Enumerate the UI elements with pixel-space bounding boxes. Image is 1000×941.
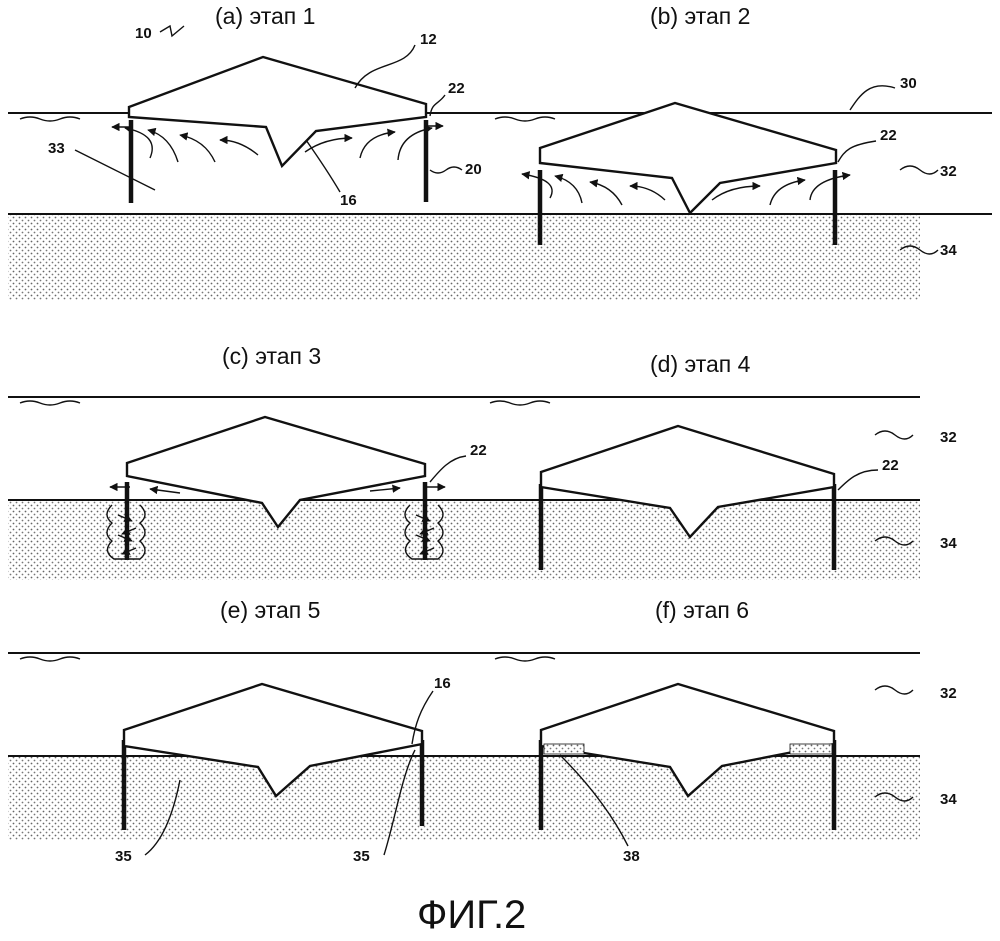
ref-22d: 22 (882, 457, 899, 474)
seabed-soil (8, 756, 920, 840)
ref-32d: 32 (940, 429, 957, 446)
scour-pattern-left (106, 504, 146, 560)
leader-16e (411, 690, 434, 745)
flow-arrows (521, 171, 851, 206)
ref-38: 38 (623, 848, 640, 865)
leader-35a (144, 779, 181, 856)
panel-d: (d) этап 4 32 22 34 (538, 351, 957, 570)
ref-30: 30 (900, 75, 917, 92)
leader-22d (837, 469, 879, 491)
hull (122, 682, 424, 798)
panel-a-title: (a) этап 1 (215, 3, 315, 29)
panel-a: (a) этап 1 10 12 22 33 (48, 3, 482, 209)
panel-e-title: (e) этап 5 (220, 597, 320, 623)
panel-b-title: (b) этап 2 (650, 3, 750, 29)
flow-arrows (111, 121, 444, 163)
flow-arrows (109, 482, 446, 495)
leader-33 (74, 149, 156, 191)
ref-33: 33 (48, 140, 65, 157)
wave-marks (19, 400, 551, 406)
ref-34d: 34 (940, 535, 957, 552)
ref-34f: 34 (940, 791, 957, 808)
hull (538, 101, 838, 216)
ref-10: 10 (135, 25, 152, 42)
leader-34f (874, 792, 914, 802)
ref-35b: 35 (353, 848, 370, 865)
row-3: (e) этап 5 16 35 35 (f) этап 6 32 34 38 (8, 597, 957, 865)
wave-marks (19, 116, 556, 122)
ref-22c: 22 (470, 442, 487, 459)
hull (125, 415, 427, 530)
panel-d-title: (d) этап 4 (650, 351, 751, 377)
grout-fill-right (789, 743, 833, 755)
panel-c-title: (c) этап 3 (222, 343, 321, 369)
leader-32b (899, 165, 939, 175)
leader-32d (874, 430, 914, 440)
ref-22b: 22 (880, 127, 897, 144)
ref-16e: 16 (434, 675, 451, 692)
leader-34b (899, 245, 939, 255)
hull (539, 424, 836, 539)
seabed-soil (8, 214, 920, 300)
leader-12 (354, 44, 416, 89)
leader-10 (159, 24, 185, 38)
ref-12: 12 (420, 31, 437, 48)
leader-35b (383, 749, 416, 856)
row-2: (c) этап 3 (8, 343, 957, 580)
panel-b: (b) этап 2 30 22 32 34 (521, 3, 957, 259)
wave-marks (19, 656, 556, 662)
leader-32f (874, 685, 914, 695)
leader-20 (429, 166, 463, 174)
ref-20: 20 (465, 161, 482, 178)
leader-34d (874, 536, 914, 546)
leader-22a (429, 94, 446, 117)
leader-22c (429, 455, 467, 483)
ref-34b: 34 (940, 242, 957, 259)
panel-c: (c) этап 3 (106, 343, 487, 560)
hull (127, 55, 428, 169)
leader-16a (305, 139, 341, 193)
ref-32b: 32 (940, 163, 957, 180)
seabed-soil (8, 500, 920, 580)
leader-38 (559, 754, 629, 847)
ref-16a: 16 (340, 192, 357, 209)
leader-30 (849, 85, 896, 111)
grout-fill-left (543, 743, 585, 755)
panel-e: (e) этап 5 16 35 35 (115, 597, 451, 865)
row-1: (a) этап 1 10 12 22 33 (8, 3, 992, 300)
figure-caption: ФИГ.2 (417, 893, 526, 937)
panel-f-title: (f) этап 6 (655, 597, 749, 623)
ref-35a: 35 (115, 848, 132, 865)
panel-f: (f) этап 6 32 34 38 (538, 597, 957, 865)
ref-32f: 32 (940, 685, 957, 702)
leader-22b (837, 140, 877, 163)
scour-pattern-right (404, 504, 444, 560)
ref-22a: 22 (448, 80, 465, 97)
